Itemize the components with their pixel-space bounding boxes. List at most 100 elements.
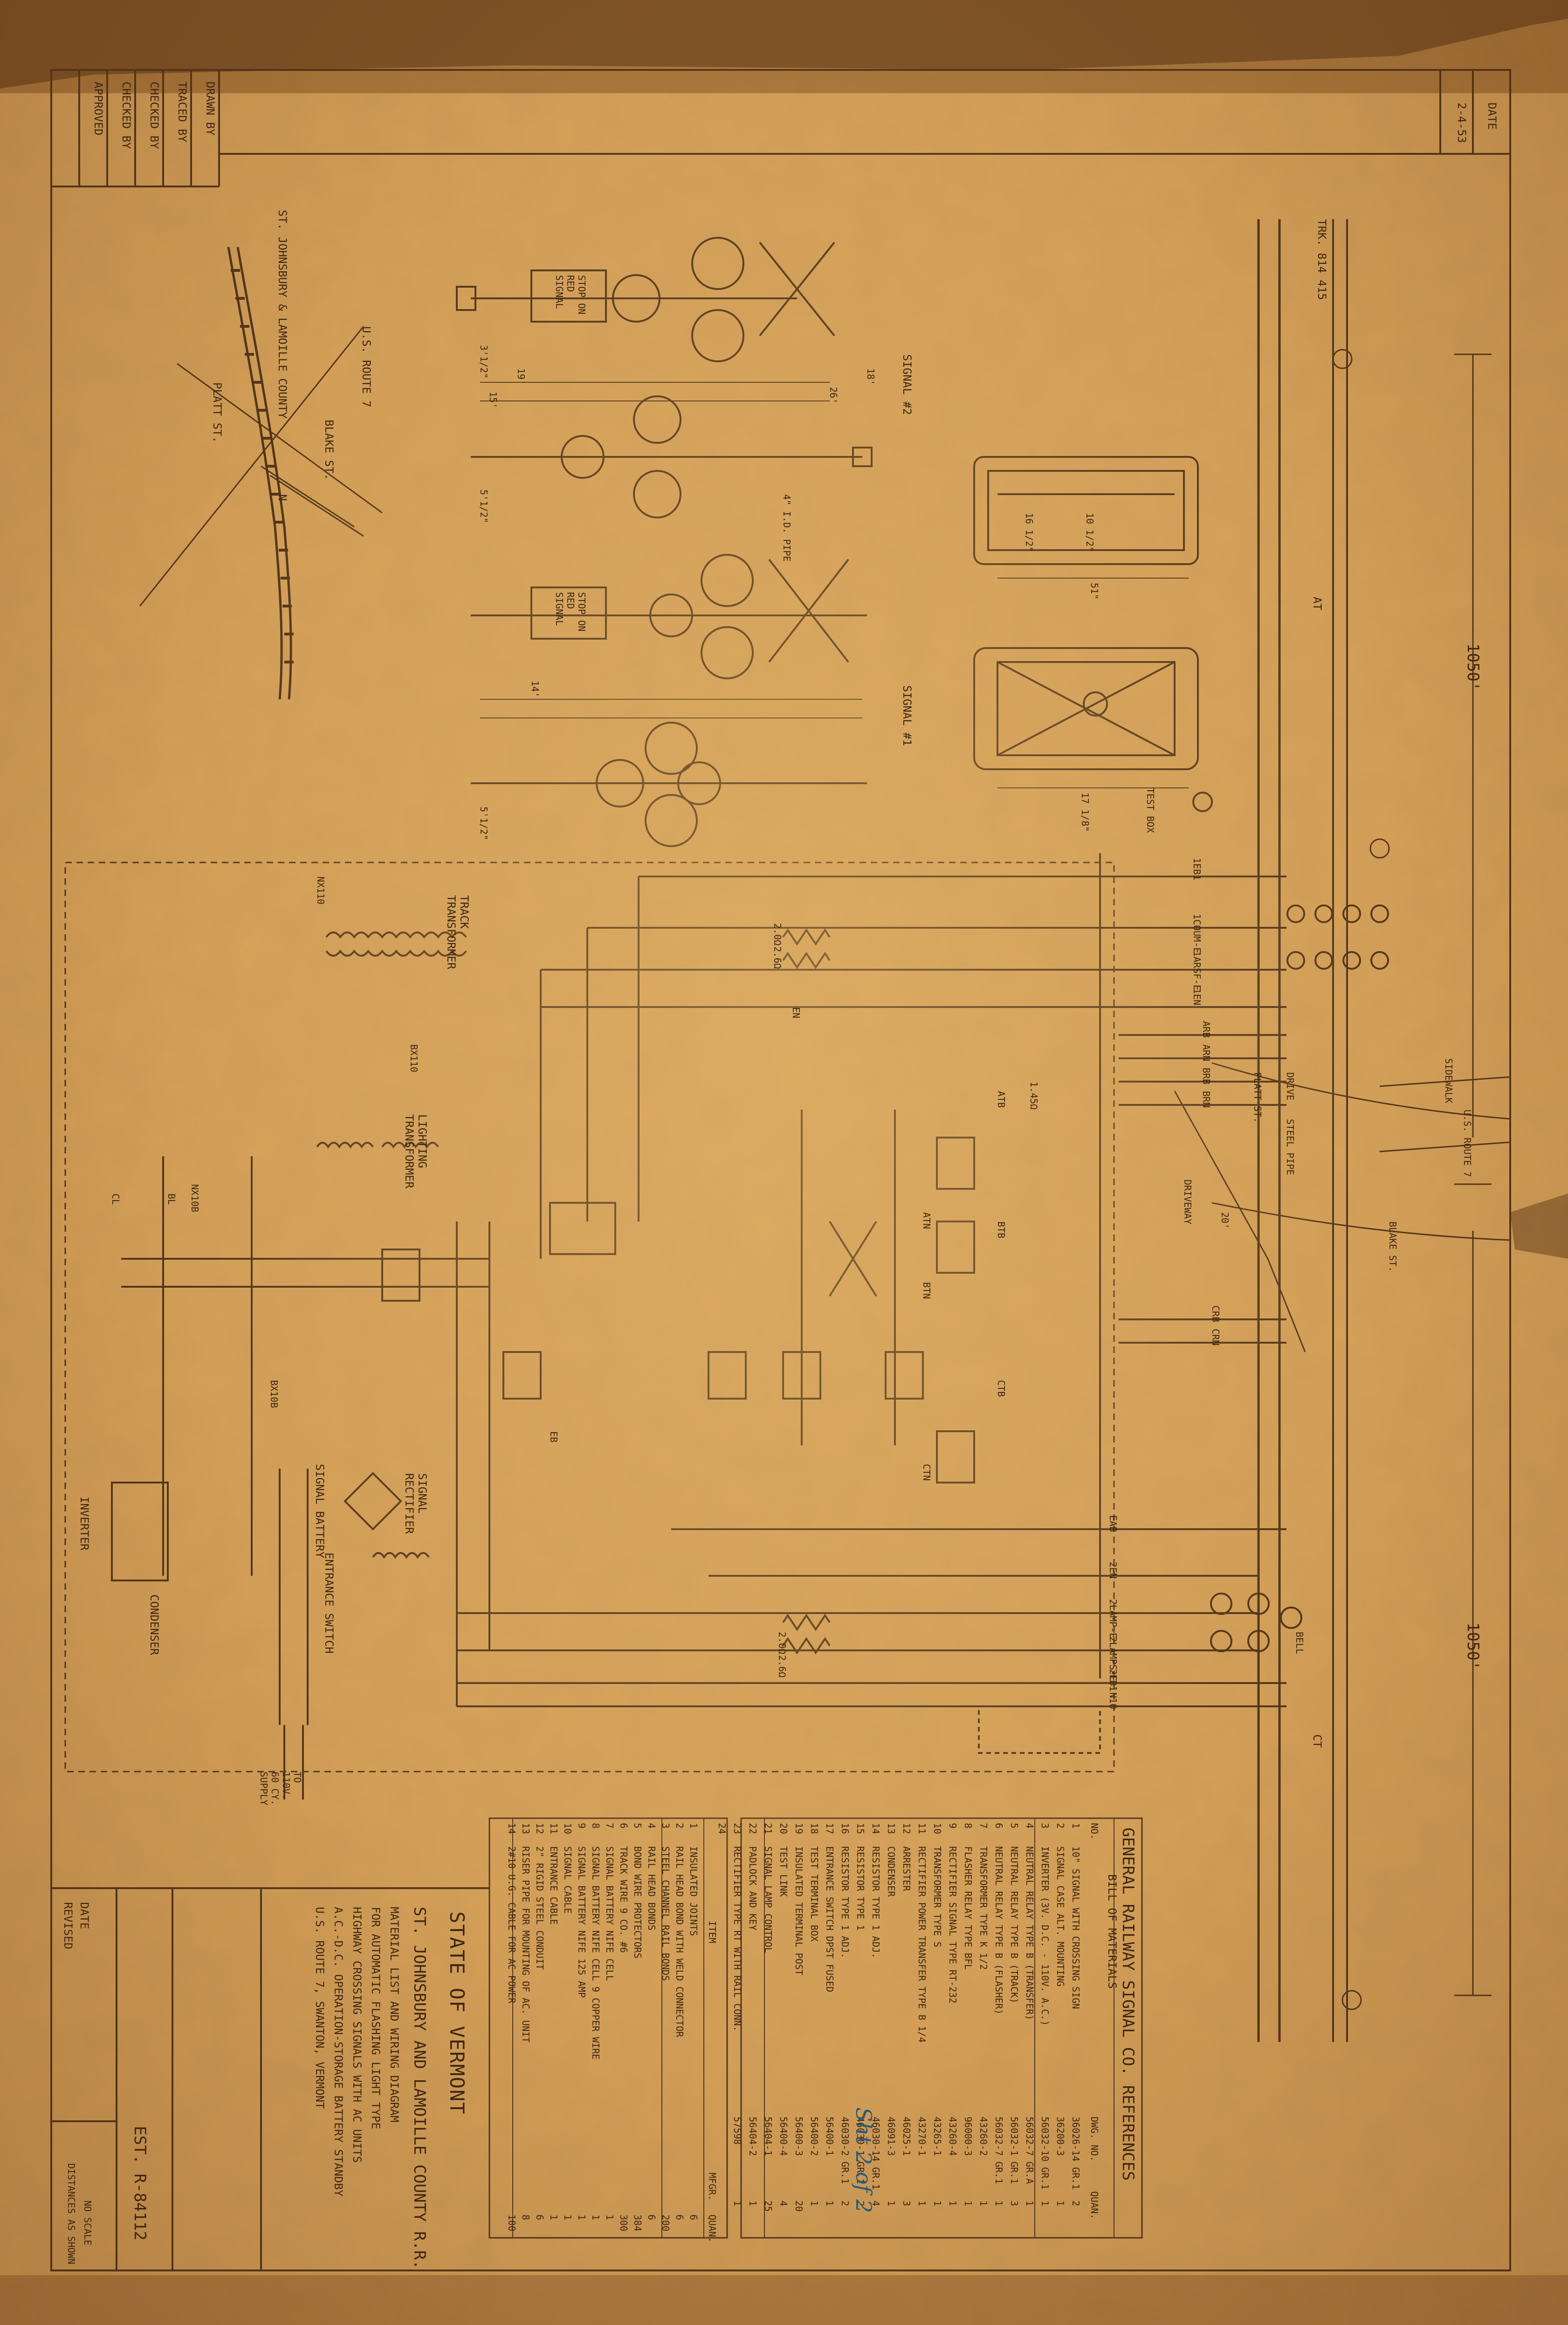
bom-row-quan: 1 bbox=[1055, 2201, 1066, 2207]
desc-line-2: HIGHWAY CROSSING SIGNALS WITH AC UNITS bbox=[351, 1907, 364, 2163]
no-scale-label: NO SCALE bbox=[82, 2201, 93, 2246]
wire-label-btb: BTB bbox=[996, 1221, 1007, 1239]
rr-row-no: 8 bbox=[590, 1823, 601, 1829]
bom-row-item: TEST TERMINAL BOX bbox=[809, 1846, 820, 1942]
supply-label: TO 110V. 60 CY. SUPPLY bbox=[258, 1772, 303, 1806]
bom-row-no: 8 bbox=[963, 1823, 974, 1829]
inverter-label: INVERTER bbox=[78, 1497, 91, 1551]
bom-row-no: 19 bbox=[793, 1823, 805, 1835]
bom-row-item: RESISTOR TYPE 1 ADJ. bbox=[870, 1846, 881, 1959]
rr-row-quan: 200 bbox=[660, 2215, 671, 2232]
rr-row-no: 6 bbox=[618, 1823, 629, 1829]
bom-row-quan: 1 bbox=[809, 2201, 820, 2207]
rr-row-item: STEEL CHANNEL RAIL BONDS bbox=[660, 1846, 671, 1981]
signal-2-label: SIGNAL #2 bbox=[901, 354, 914, 415]
track-blake-st-label: BLAKE ST. bbox=[1387, 1221, 1398, 1272]
rr-row-item: SIGNAL BATTERY NIFE 125 AMP bbox=[576, 1846, 587, 1998]
condenser-label: CONDENSER bbox=[148, 1594, 161, 1656]
track-platt-st-label: PLATT ST. bbox=[1252, 1072, 1263, 1123]
bom-row-no: 13 bbox=[886, 1823, 897, 1835]
pipe-label: 4" I.D. PIPE bbox=[781, 494, 792, 562]
rr-row-no: 5 bbox=[632, 1823, 643, 1829]
bom-row-dwg: 56404-1 bbox=[763, 2117, 774, 2156]
resistor-label-3: 2.6Ω bbox=[777, 1655, 788, 1678]
bom-row-item: ENTRANCE SWITCH DPST FUSED bbox=[824, 1846, 835, 1993]
blake-st-label: BLAKE ST. bbox=[323, 420, 336, 481]
wire-label-bx110: BX110 bbox=[408, 1044, 420, 1073]
rr-row-no: 11 bbox=[548, 1823, 559, 1835]
rr-row-quan: 6 bbox=[674, 2215, 685, 2221]
bom-row-quan: 1 bbox=[1024, 2201, 1035, 2207]
bom-row-item: CONDENSER bbox=[886, 1846, 897, 1897]
bom-row-quan: 1 bbox=[732, 2201, 743, 2207]
resistor-label-0: 2.0Ω bbox=[772, 923, 783, 946]
bell-label: BELL bbox=[1294, 1632, 1305, 1655]
route-label: U.S. ROUTE 7 bbox=[360, 326, 373, 407]
desc-line-3: A.C.-D.C. OPERATION-STORAGE BATTERY STAN… bbox=[332, 1907, 345, 2197]
wire-label-eab: EAB bbox=[1107, 1515, 1119, 1532]
bom-row-item: SIGNAL LAMP CONTROL bbox=[763, 1846, 774, 1953]
traced-by-label: TRACED BY bbox=[176, 82, 189, 143]
bom-row-item: SIGNAL CASE ALT. MOUNTING bbox=[1055, 1846, 1066, 1987]
wiring-schematic bbox=[64, 853, 1389, 1800]
wire-label-bl: BL bbox=[166, 1194, 177, 1205]
bom-row-dwg: 56032-7 GR.1 bbox=[993, 2117, 1004, 2184]
bom-row-quan: 1 bbox=[932, 2201, 943, 2207]
resistor-label-2: 2.0Ω bbox=[777, 1632, 788, 1655]
bom-row-quan: 2 bbox=[1070, 2201, 1081, 2207]
bom-row-item: ARRESTER bbox=[901, 1846, 912, 1891]
bom-row-dwg: 43260-4 bbox=[947, 2117, 958, 2156]
wire-label-nx10b: NX10B bbox=[189, 1184, 200, 1213]
bom-row-no: 2 bbox=[1055, 1823, 1066, 1829]
signal-dim-3: 14' bbox=[530, 681, 541, 698]
housing-dim-0: 16 1/2" bbox=[1024, 513, 1035, 552]
rr-row-no: 10 bbox=[562, 1823, 573, 1835]
bom-row-no: 24 bbox=[716, 1823, 728, 1835]
rr-row-item: BOND WIRE PROTECTORS bbox=[632, 1846, 643, 1959]
bom-row-no: 4 bbox=[1024, 1823, 1035, 1829]
rr-row-quan: 6 bbox=[688, 2215, 699, 2221]
bom-row-no: 22 bbox=[747, 1823, 758, 1835]
bom-row-quan: 2 bbox=[839, 2201, 851, 2207]
rr-row-quan: 384 bbox=[632, 2215, 643, 2232]
wire-label-atn: ATN bbox=[921, 1212, 932, 1229]
bom-row-dwg: 36026-14 GR.1 bbox=[1070, 2117, 1081, 2190]
bom-row-dwg: 43270-1 bbox=[916, 2117, 928, 2156]
desc-line-1: FOR AUTOMATIC FLASHING LIGHT TYPE bbox=[369, 1907, 382, 2129]
rr-row-no: 7 bbox=[604, 1823, 615, 1829]
bom-row-item: RECTIFIER SIGNAL TYPE RT-232 bbox=[947, 1846, 958, 2004]
rr-row-item: ENTRANCE CABLE bbox=[548, 1846, 559, 1925]
stop-on-red-sign-1: STOP ON RED SIGNAL bbox=[554, 592, 587, 632]
bom-row-no: 21 bbox=[763, 1823, 774, 1835]
signal-dim-7: 5'1/2" bbox=[478, 807, 489, 841]
bom-row-item: INVERTER (3V. D.C. - 110V. A.C.) bbox=[1039, 1846, 1051, 2026]
bom-row-item: RECTIFIER POWER TRANSFER TYPE B 1/4 bbox=[916, 1846, 928, 2043]
bom-row-item: INSULATED TERMINAL POST bbox=[793, 1846, 805, 1975]
bom-row-quan: 3 bbox=[1009, 2201, 1020, 2207]
rr-row-quan: 6 bbox=[646, 2215, 657, 2221]
rr-row-item: SIGNAL CABLE bbox=[562, 1846, 573, 1914]
bom-row-item: TEST LINK bbox=[778, 1846, 789, 1897]
bom-row-no: 15 bbox=[855, 1823, 866, 1835]
rr-row-no: 3 bbox=[660, 1823, 671, 1829]
site-plan bbox=[139, 247, 383, 700]
bom-row-dwg: 56032-1 GR.1 bbox=[1009, 2117, 1020, 2184]
rr-row-quan: 300 bbox=[618, 2215, 629, 2232]
sheet-note: Sht 2 of 2 bbox=[851, 2107, 876, 2213]
bom-col-no: NO. bbox=[1089, 1823, 1100, 1840]
drawn-by-label: DRAWN BY bbox=[204, 82, 217, 136]
table-grids bbox=[488, 1817, 1143, 2239]
wire-label-btn: BTN bbox=[921, 1282, 932, 1299]
bom-row-dwg: 43260-2 bbox=[978, 2117, 989, 2156]
bom-row-dwg: 56032-7 GR.A bbox=[1024, 2117, 1035, 2184]
bom-row-quan: 1 bbox=[886, 2201, 897, 2207]
bom-row-quan: 1 bbox=[747, 2201, 758, 2207]
bom-header: GENERAL RAILWAY SIGNAL CO. REFERENCES bbox=[1119, 1828, 1137, 2181]
rr-row-no: 14 bbox=[506, 1823, 517, 1835]
bom-row-no: 6 bbox=[993, 1823, 1004, 1829]
signal-battery-label: SIGNAL BATTERY bbox=[313, 1464, 326, 1559]
bom-row-no: 11 bbox=[916, 1823, 928, 1835]
bom-row-dwg: 43265-1 bbox=[932, 2117, 943, 2156]
bom-row-dwg: 36200-3 bbox=[1055, 2117, 1066, 2156]
